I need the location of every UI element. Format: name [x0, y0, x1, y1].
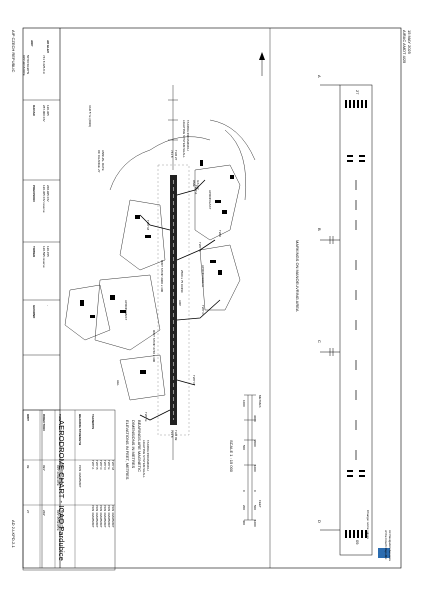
- rwy-09-thr: 50°00'52.25"N 015°43'09.30"E: [56, 465, 64, 486]
- page-id: AD 2-LKPD-2-1: [11, 520, 16, 548]
- label-twy-c: TWY C: [201, 305, 205, 315]
- scale-m-tick-1: 200: [242, 505, 246, 511]
- label-thr-27: THR 27 741 ft: [170, 150, 178, 161]
- ground-value: -: [46, 305, 50, 306]
- label-rwy-strip: RWY STRIP 2900 x 300: [160, 260, 164, 293]
- label-right-box: ILS 09/ DME: [192, 180, 200, 190]
- scale-feet-label: FEET: [258, 500, 262, 508]
- ground-label: GROUND: [32, 305, 36, 319]
- twy-m-pcn: PCN 44/R/B/W/T: [111, 505, 115, 528]
- tower-label: TOWER: [32, 246, 36, 258]
- rwy-header-2: THR: [58, 414, 62, 421]
- label-thr-09: THR 09 733 ft: [170, 430, 178, 441]
- scale-f-tick-5: 3000: [253, 415, 257, 422]
- radar-label: RADAR: [32, 105, 36, 116]
- scale-bar: [244, 394, 256, 521]
- taxiway-c: [176, 299, 221, 321]
- label-right-note: TAXIING INFRAMUCH LIGHTING SYSTEM SHALL: [182, 120, 190, 158]
- elev-value: 741 ft 225.8 m: [42, 55, 46, 75]
- north-arrow-icon: [259, 52, 265, 76]
- buildings: [80, 160, 234, 374]
- rwy-27-id: 27: [26, 510, 30, 514]
- rwy-09-id: 09: [26, 465, 30, 469]
- rwy-27-dir: 269°: [42, 510, 46, 517]
- var-label: ANNUAL RATE OF CHANGE +5': [97, 150, 105, 173]
- label-twr: TWR: [218, 230, 222, 237]
- rwy-27-thr: 50°00'48.57"N 015°45'52.95"E: [56, 510, 64, 531]
- twy-m: TWY M: [111, 460, 115, 470]
- twy-label: TAXIWAYS: [91, 414, 95, 430]
- radar-freqs: 120.305 287.000 CIV: [42, 105, 50, 122]
- rwy-header-0: RWY: [26, 414, 30, 421]
- precision-freqs: 268.925 CIV 120.305 CIV reserve: [42, 185, 50, 213]
- label-apron-north: APRON NORTH: [201, 265, 205, 288]
- taxiway-e: [139, 409, 171, 421]
- amdt: AIRAC AMDT 4/25: [402, 30, 407, 64]
- scale-m-tick-2: 0: [242, 490, 246, 492]
- label-twy-e: TWY E: [144, 412, 148, 422]
- elev-label: AD ELEV: [46, 40, 50, 54]
- scale-m-tick-4: 1000: [242, 400, 246, 407]
- scale-f-tick-1: 500: [253, 505, 257, 511]
- scale-f-tick-4: 2000: [253, 440, 257, 447]
- marking-rwy-27: 27: [355, 90, 360, 95]
- amdt-date: 15 MAY 2025: [407, 30, 412, 54]
- apron-areas: [64, 119, 256, 401]
- arp-label: ARP: [30, 40, 34, 47]
- label-hel: HEL: [116, 380, 120, 386]
- markings-title: MARKINGS ON MANOEUVRING AREA: [295, 240, 300, 312]
- marking-label-c: C: [317, 340, 322, 343]
- marking-runway: [339, 84, 373, 556]
- label-twy-m: TWY M: [146, 220, 150, 230]
- runway-strip: [157, 164, 190, 436]
- label-twy-d: TWY D: [192, 375, 196, 385]
- rwy-09-pcn: PCN 44/R/B/W/T: [78, 465, 82, 488]
- precision-label: PRECISION: [32, 185, 36, 202]
- taxiway-d: [176, 379, 196, 386]
- label-apron-east: APRON EAST: [208, 190, 212, 210]
- note-dimensions: DIMENSIONS IN METRES: [131, 420, 136, 469]
- taxiway-m: [139, 214, 171, 231]
- approach-lights: [168, 85, 178, 460]
- publisher: Air Navigation Services of the Czech Rep…: [384, 530, 392, 562]
- chart-title: AERODROME CHART - ICAO Pardubice: [57, 420, 66, 561]
- rwy-header-1: DIRECTION: [42, 414, 46, 431]
- scale-f-tick-2: 0: [253, 490, 257, 492]
- scale-m-tick-3: 500: [242, 445, 246, 451]
- scale-m-tick-0: 400: [242, 520, 246, 526]
- scale-metres-label: METRES: [258, 395, 262, 408]
- page-country: AIP CZECH REPUBLIC: [11, 30, 16, 73]
- marking-label-b: B: [317, 228, 322, 231]
- marking-label-a: A: [317, 75, 322, 78]
- ansp-logo-icon: [378, 548, 390, 558]
- label-twy-b: TWY B: [198, 242, 202, 252]
- scale-f-tick-0: 1000: [253, 520, 257, 527]
- marking-label-d: D: [317, 520, 322, 523]
- arp-coords: 50°00'49.98"N 015°44'18.86"E: [22, 55, 30, 76]
- scale-label: SCALE 1 : 15 000: [229, 440, 234, 473]
- rwy-header-3: BEARING STRENGTH: [78, 414, 82, 446]
- label-rwy-strip-2: RWY STRIP 2740 x 300: [152, 330, 156, 363]
- label-arp: ARP: [178, 300, 182, 307]
- label-apron-west: APRON WEST: [124, 300, 128, 321]
- label-left-note: TAXIING INFRAMUCH LIGHTING SYSTEM SHALL: [142, 440, 150, 478]
- var-value: VAR 5° E (2020): [88, 105, 92, 127]
- rwy-09-dir: 093°: [42, 465, 46, 472]
- label-rwy-dims: 2500 x 75 CONC: [180, 270, 184, 293]
- change-note: Change: some values: [366, 510, 370, 540]
- tower-freqs: 120.155 120.595 reserve: [42, 246, 50, 268]
- scale-f-tick-3: 1000: [253, 465, 257, 472]
- marking-rwy-09: 09: [355, 540, 360, 545]
- note-elevations: ELEVATIONS IN FEET, METRES: [125, 420, 130, 480]
